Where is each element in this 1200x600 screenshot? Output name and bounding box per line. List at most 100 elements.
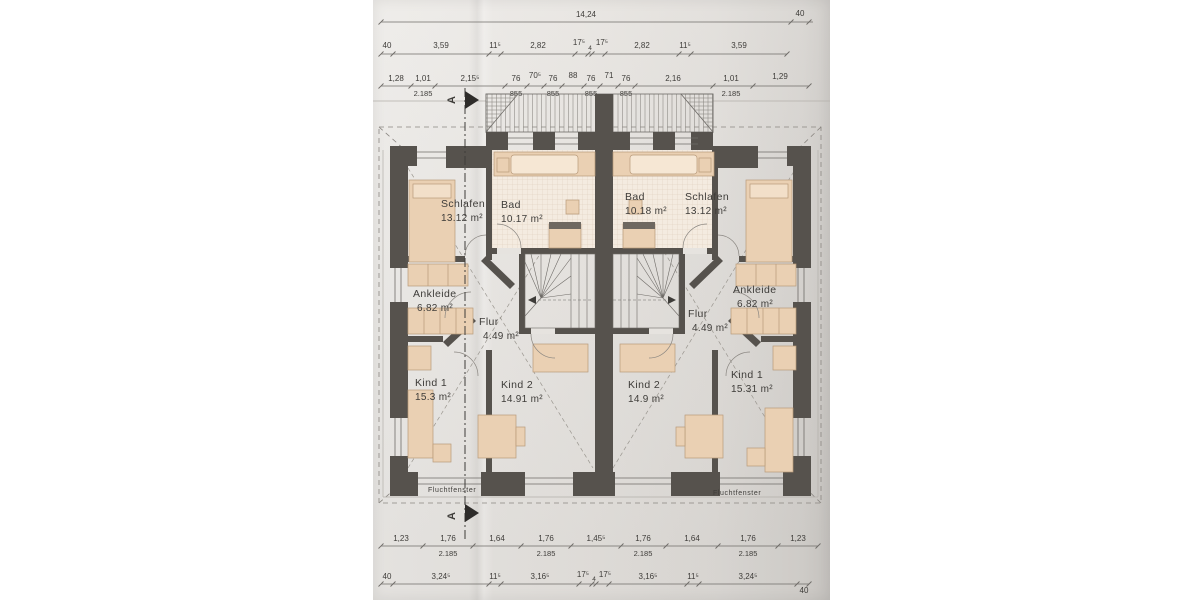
room-area-l-kind2: 14.91 m² <box>501 394 543 405</box>
dim-b1-1: 1,76 <box>440 534 456 543</box>
dim-t3s-5: 2.185 <box>722 89 741 98</box>
furniture <box>407 151 797 473</box>
dim-top1-total: 14,24 <box>576 10 597 19</box>
dimension-row-top-3 <box>378 83 812 89</box>
dim-t3-8: 71 <box>605 71 614 80</box>
dim-t3-7: 76 <box>587 74 596 83</box>
dim-top1-40: 40 <box>796 9 805 18</box>
section-label-bottom: A <box>446 512 458 520</box>
dim-t2-6: 17⁵ <box>596 38 608 47</box>
floorplan-drawing: 14,24 40 40 3,59 11⁵ 2,82 17⁵ 4 17⁵ 2,82… <box>373 9 830 595</box>
dim-t3-3: 76 <box>512 74 521 83</box>
dim-b1-2: 1,64 <box>489 534 505 543</box>
fluchtfenster-label-right: Fluchtfenster <box>713 490 761 497</box>
section-line-a <box>464 88 479 540</box>
dim-b2-8: 11⁵ <box>687 572 699 581</box>
room-area-r-kind2: 14.9 m² <box>628 394 664 405</box>
dim-b2-4: 17⁵ <box>577 570 589 579</box>
room-area-l-kind1: 15.3 m² <box>415 392 451 403</box>
dim-t3s-2: 855 <box>547 89 560 98</box>
dim-t2-1: 3,59 <box>433 41 449 50</box>
window-glazing <box>394 137 805 485</box>
dim-t3-2: 2,15⁵ <box>461 74 480 83</box>
dimension-row-top-1 <box>378 19 813 25</box>
dim-t2-7: 2,82 <box>634 41 650 50</box>
floorplan-photo: 14,24 40 40 3,59 11⁵ 2,82 17⁵ 4 17⁵ 2,82… <box>373 0 830 600</box>
dim-b1s-2: 2.185 <box>634 549 653 558</box>
dim-t2-5: 4 <box>588 45 592 52</box>
dim-b1s-3: 2.185 <box>739 549 758 558</box>
room-area-r-kind1: 15.31 m² <box>731 384 773 395</box>
dim-t3s-4: 855 <box>620 89 633 98</box>
room-label-l-kind2: Kind 2 <box>501 379 533 391</box>
dim-t3-1: 1,01 <box>415 74 431 83</box>
room-label-l-flur: Flur <box>479 316 499 328</box>
section-label-top: A <box>446 96 458 104</box>
stair-left <box>524 253 596 329</box>
dim-t2-0: 40 <box>383 41 392 50</box>
dimension-row-bottom-2 <box>378 581 812 587</box>
section-arrow-icon-bottom <box>465 504 479 522</box>
dim-t2-8: 11⁵ <box>679 41 691 50</box>
dim-b2-2: 11⁵ <box>489 572 501 581</box>
room-label-r-kind1: Kind 1 <box>731 369 763 381</box>
section-arrow-icon-top <box>465 91 479 109</box>
room-area-r-flur: 4.49 m² <box>692 323 728 334</box>
dim-b1-7: 1,76 <box>740 534 756 543</box>
dim-b2-9: 3,24⁵ <box>739 572 758 581</box>
dim-b2-10: 40 <box>800 586 809 595</box>
room-area-l-bad: 10.17 m² <box>501 214 543 225</box>
dim-b2-6: 17⁵ <box>599 570 611 579</box>
party-wall <box>595 94 613 492</box>
room-label-l-ankleide: Ankleide <box>413 288 456 300</box>
exterior-walls <box>390 132 811 496</box>
dim-b1-3: 1,76 <box>538 534 554 543</box>
room-label-r-schlafen: Schlafen <box>685 191 729 203</box>
room-area-l-flur: 4.49 m² <box>483 331 519 342</box>
room-label-r-bad: Bad <box>625 191 645 203</box>
room-area-l-schlafen: 13.12 m² <box>441 213 483 224</box>
dim-t2-3: 2,82 <box>530 41 546 50</box>
door-gaps <box>497 248 707 334</box>
stair-right <box>612 253 680 329</box>
dim-t3-9: 76 <box>622 74 631 83</box>
dim-t3s-1: 855 <box>510 89 523 98</box>
dim-b1s-1: 2.185 <box>537 549 556 558</box>
room-area-r-bad: 10.18 m² <box>625 206 667 217</box>
room-area-r-ankleide: 6.82 m² <box>737 299 773 310</box>
room-label-l-schlafen: Schlafen <box>441 198 485 210</box>
dim-b2-7: 3,16⁵ <box>639 572 658 581</box>
dimension-row-bottom-1 <box>378 543 821 549</box>
dim-t3-5: 76 <box>549 74 558 83</box>
dim-b2-5: 4 <box>592 576 596 583</box>
dim-b2-1: 3,24⁵ <box>432 572 451 581</box>
dim-t3-11: 1,01 <box>723 74 739 83</box>
room-label-l-kind1: Kind 1 <box>415 377 447 389</box>
dim-t2-2: 11⁵ <box>489 41 501 50</box>
dim-b1-8: 1,23 <box>790 534 806 543</box>
dim-t3s-0: 2.185 <box>414 89 433 98</box>
dim-t3-0: 1,28 <box>388 74 404 83</box>
fluchtfenster-label-left: Fluchtfenster <box>428 487 476 494</box>
dim-t3-6: 88 <box>569 71 578 80</box>
dim-b1-5: 1,76 <box>635 534 651 543</box>
dim-b1-0: 1,23 <box>393 534 409 543</box>
dimension-row-top-2 <box>378 51 790 57</box>
dim-t2-9: 3,59 <box>731 41 747 50</box>
dim-b2-0: 40 <box>383 572 392 581</box>
dim-b1-4: 1,45⁵ <box>587 534 606 543</box>
room-label-r-flur: Flur <box>688 308 708 320</box>
dim-b1-6: 1,64 <box>684 534 700 543</box>
room-area-l-ankleide: 6.82 m² <box>417 303 453 314</box>
door-swings <box>444 223 760 377</box>
dim-t2-4: 17⁵ <box>573 38 585 47</box>
room-label-l-bad: Bad <box>501 199 521 211</box>
dim-t3-10: 2,16 <box>665 74 681 83</box>
room-label-r-ankleide: Ankleide <box>733 284 776 296</box>
room-area-r-schlafen: 13.12 m² <box>685 206 727 217</box>
dim-b2-3: 3,16⁵ <box>531 572 550 581</box>
dim-t3s-3: 855 <box>585 89 598 98</box>
room-label-r-kind2: Kind 2 <box>628 379 660 391</box>
dim-t3-4: 70⁵ <box>529 71 541 80</box>
